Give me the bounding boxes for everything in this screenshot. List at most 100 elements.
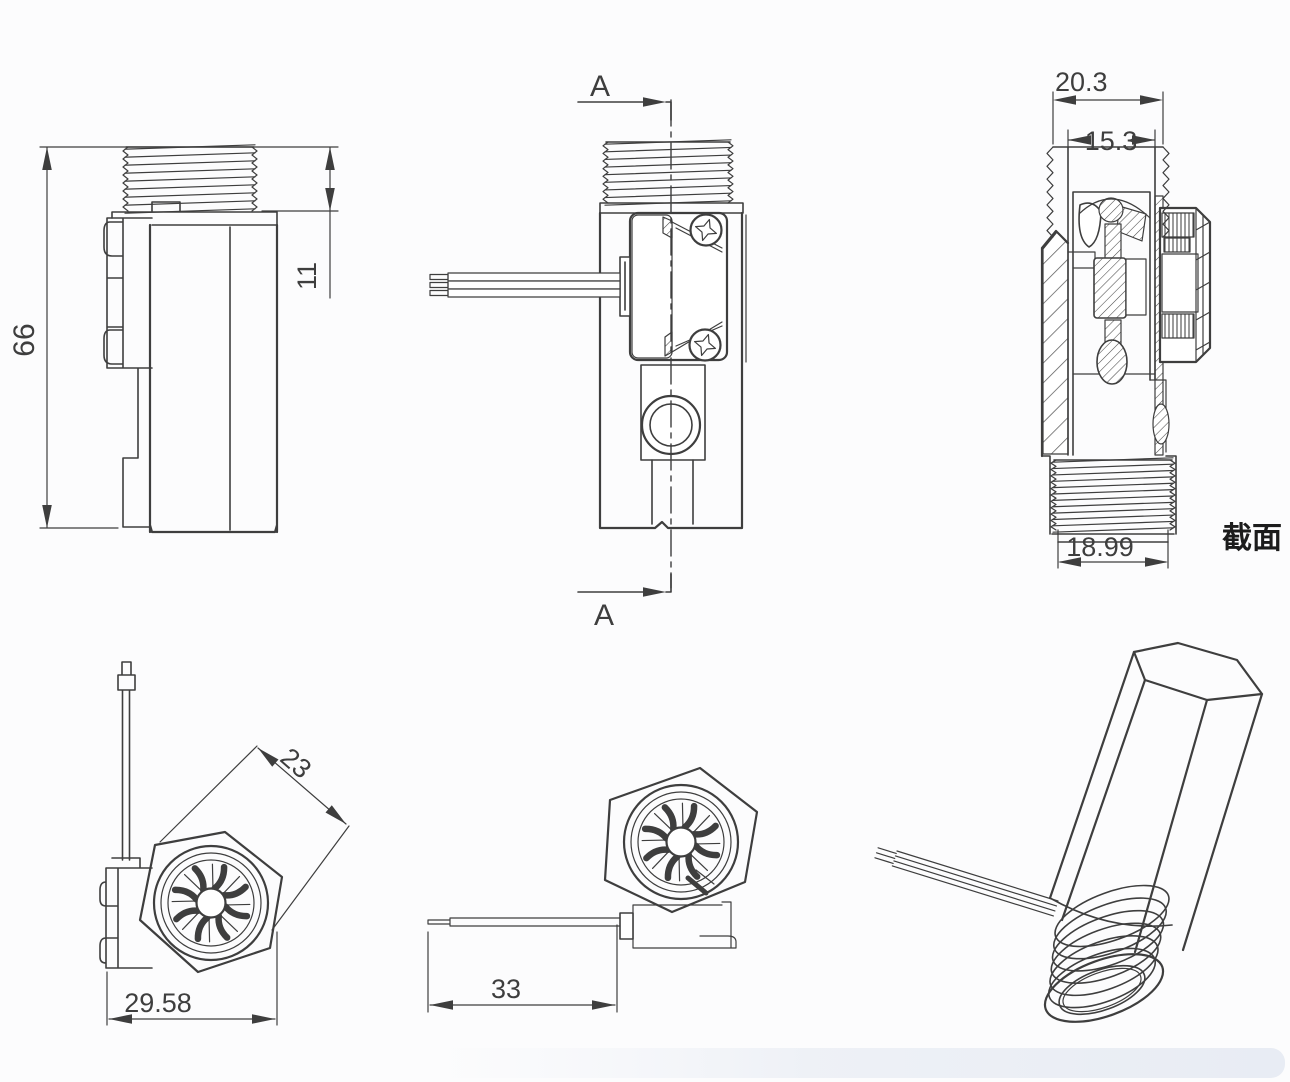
angled-view-dimensions: 33 (427, 924, 618, 1013)
section-view-linework (1040, 146, 1212, 543)
dim-arrow (42, 505, 52, 528)
phillips-recess (693, 333, 717, 357)
body-outline (598, 211, 744, 530)
dimension-lines (106, 745, 350, 1026)
sensor-housing (103, 217, 153, 528)
phillips-recess (694, 218, 718, 242)
turbine-blade (222, 903, 251, 920)
turbine-blade (215, 912, 239, 941)
wire (447, 280, 621, 290)
dim-arrow (325, 805, 346, 824)
spring-insert (1152, 403, 1170, 445)
angled-view: 33 (427, 766, 759, 1013)
dim-arrow (258, 748, 279, 767)
dim-hex-width-top-label: 20.3 (1055, 67, 1108, 97)
hex-body-end (603, 766, 759, 914)
impeller-blade-right (1116, 205, 1147, 242)
dimension-lines (39, 146, 339, 529)
turbine-ring (160, 852, 262, 954)
left-wall-hatched (1042, 231, 1069, 455)
turbine-ring (637, 798, 725, 886)
section-view-dimensions: 20.3 15.3 18.99 截面 (1052, 67, 1282, 569)
cap-and-bore (1052, 146, 1164, 456)
section-caption: 截面 (1222, 522, 1282, 555)
impeller-knob (1098, 197, 1124, 223)
wire-tip (429, 281, 449, 289)
connector-knurl-mid (1163, 237, 1191, 253)
dim-arrow (325, 147, 335, 170)
isometric-view (874, 641, 1264, 1023)
angled-view-linework (427, 766, 759, 949)
sensor-housing (99, 857, 153, 969)
turbine-hub (195, 887, 227, 919)
dimension-lines (427, 924, 618, 1013)
front-view-linework (103, 144, 279, 534)
turbine-blade (643, 846, 672, 870)
port-channel (651, 459, 694, 525)
wire-line (891, 865, 1054, 917)
dim-arrow (643, 587, 666, 597)
dim-arrow (430, 1000, 453, 1010)
end-view-turbine (152, 844, 270, 962)
dim-overall-height-label: 66 (8, 323, 41, 356)
magnet-marker (685, 875, 709, 896)
pipe-mouth-outer (1043, 953, 1165, 1023)
section-thread-linework (1046, 146, 1176, 533)
turbine-blade (211, 863, 228, 892)
section-view: 20.3 15.3 18.99 截面 (1040, 67, 1282, 569)
end-view-linework (99, 661, 284, 974)
wire-tip (877, 847, 897, 855)
wire-tip (429, 289, 449, 297)
dimension-arrows (42, 95, 1168, 1024)
dim-arrow (109, 1014, 132, 1024)
turbine-blade (653, 804, 677, 833)
turbine-blade (681, 802, 698, 831)
turbine-blade (685, 851, 709, 880)
end-view: 23 29.58 (99, 661, 350, 1026)
dim-arrow (592, 1000, 615, 1010)
pipe-mouth-rim (1062, 967, 1142, 1013)
turbine-ring (630, 791, 732, 893)
dim-arrow (1068, 135, 1091, 145)
wire-connector (619, 256, 631, 317)
dim-arrow (1132, 135, 1155, 145)
isometric-threads (1047, 884, 1170, 1009)
dim-arrow (1145, 557, 1168, 567)
turbine-blade (173, 907, 202, 931)
shaft-upper (1104, 223, 1122, 261)
spigot-outline (1041, 455, 1177, 543)
port-recess (640, 364, 706, 461)
turbine-blade (692, 842, 721, 859)
dim-arrow (1053, 95, 1076, 105)
side-view-wires (429, 272, 621, 298)
dim-bore-width-label: 15.3 (1085, 126, 1138, 156)
lead-wire (117, 661, 136, 861)
rotor-magnet (1093, 257, 1127, 319)
drop-shadow (430, 1048, 1285, 1078)
isometric-wires (874, 847, 1059, 917)
turbine-blade (183, 865, 207, 894)
thread-edge (1050, 459, 1057, 531)
hex-body-end (138, 830, 284, 974)
wire (447, 288, 621, 298)
thread-edge (1162, 146, 1170, 238)
side-view-screws (688, 213, 723, 362)
connector-knurl-bottom (1161, 313, 1195, 339)
dim-overall-width-label: 29.58 (124, 988, 192, 1018)
pivot-bushing (1096, 339, 1128, 385)
washer-band (111, 201, 278, 226)
wire-line (894, 855, 1058, 907)
dim-wire-length-label: 33 (491, 974, 521, 1004)
wire-tip (874, 857, 894, 865)
wire-line (893, 860, 1056, 912)
angled-view-turbine (622, 783, 740, 901)
front-view-dimensions: 66 11 (8, 146, 339, 529)
turbine-hub (665, 826, 697, 858)
sensor-pocket (631, 214, 673, 359)
front-view: 66 11 (8, 144, 339, 534)
turbine-blade (171, 886, 200, 903)
turbine-blade (664, 853, 681, 882)
thread-edge (1046, 146, 1054, 238)
section-marker-bottom-label: A (594, 599, 614, 632)
